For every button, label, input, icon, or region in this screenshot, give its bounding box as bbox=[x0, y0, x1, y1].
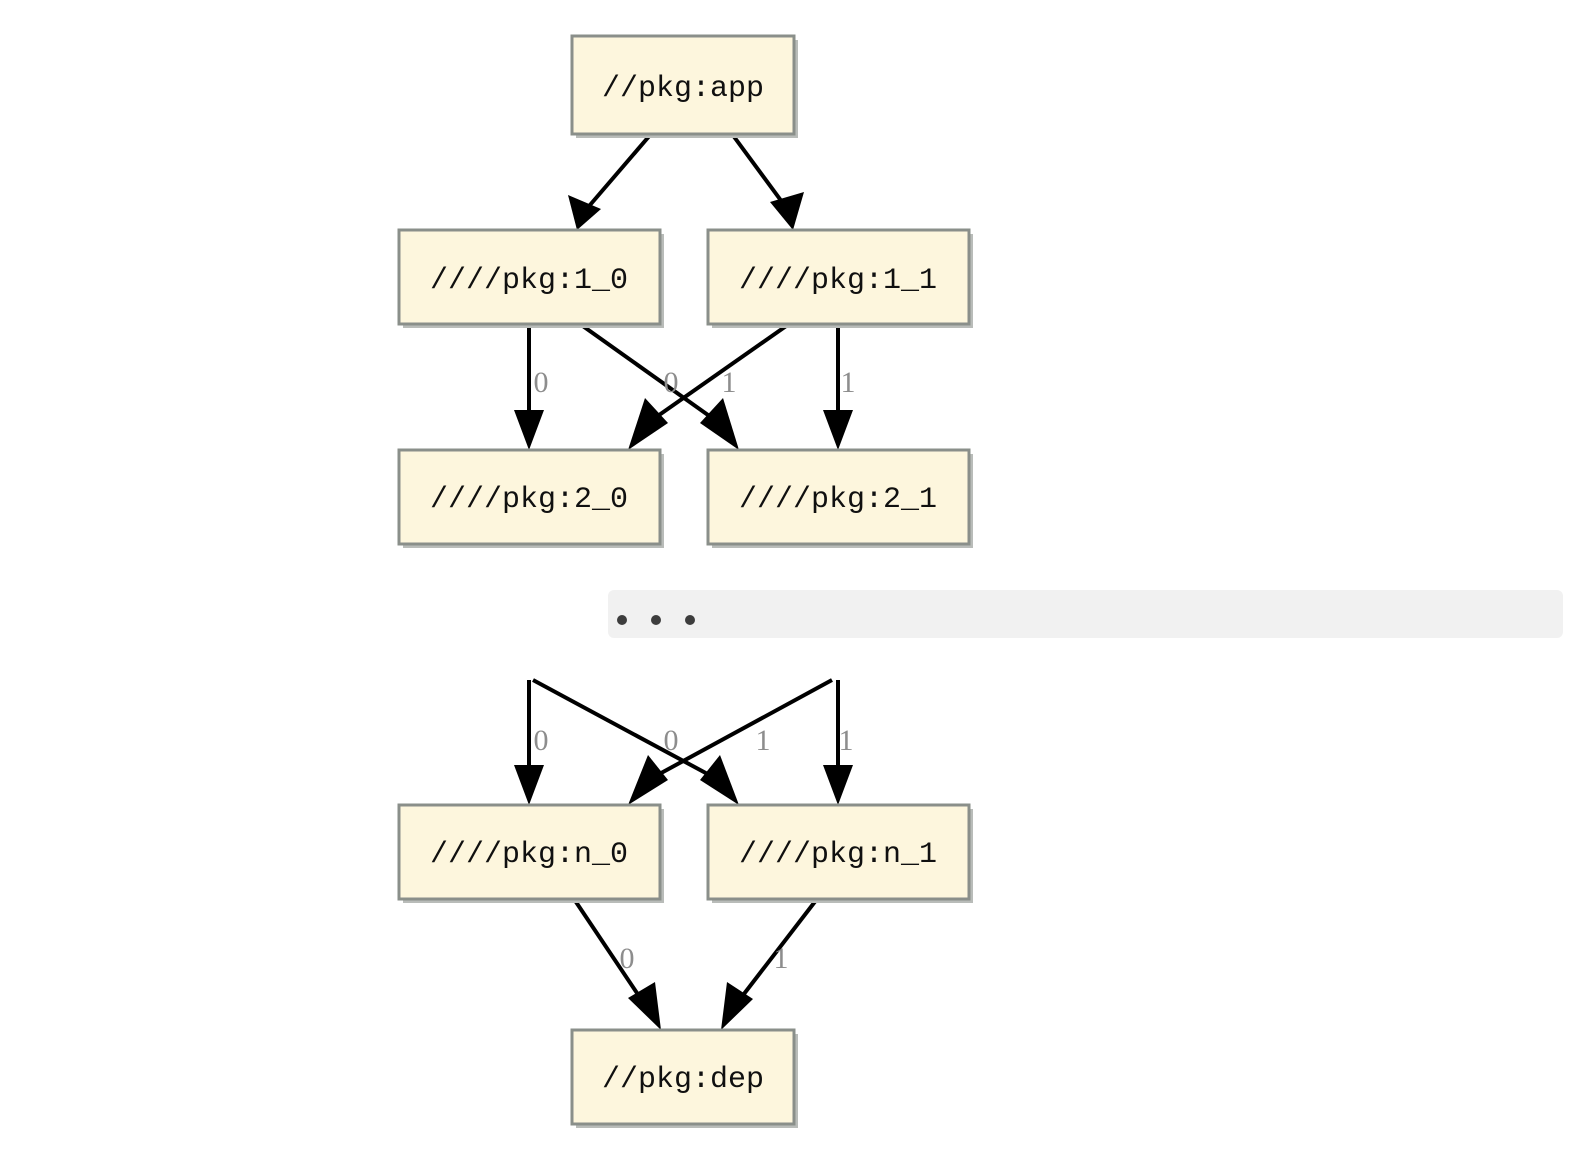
node-n_1[interactable]: ////pkg:n_1 bbox=[706, 803, 973, 903]
edge-prev2-to-n_1 bbox=[823, 680, 853, 805]
node-label-app: //pkg:app bbox=[602, 72, 764, 106]
edge-n_1-to-dep bbox=[721, 897, 819, 1030]
arrowhead-app-to-1_1 bbox=[770, 192, 804, 230]
edge-label-prev2-to-n_0: 1 bbox=[756, 724, 771, 757]
edge-app-to-1_1 bbox=[730, 132, 804, 230]
edge-label-1_1-to-2_1: 1 bbox=[841, 366, 856, 399]
ellipsis-dot-2 bbox=[651, 615, 661, 625]
node-2_1[interactable]: ////pkg:2_1 bbox=[706, 448, 973, 548]
edge-label-n_0-to-dep: 0 bbox=[620, 942, 635, 975]
arrowhead-n_1-to-dep bbox=[721, 982, 753, 1030]
node-app[interactable]: //pkg:app bbox=[570, 34, 798, 138]
node-n_0[interactable]: ////pkg:n_0 bbox=[397, 803, 664, 903]
arrowhead-prev2-to-n_1 bbox=[823, 765, 853, 805]
edge-label-prev-to-n_0: 0 bbox=[534, 724, 549, 757]
node-label-2_1: ////pkg:2_1 bbox=[739, 483, 937, 517]
edge-1_0-to-2_1 bbox=[578, 322, 739, 450]
arrowhead-app-to-1_0 bbox=[568, 195, 601, 230]
ellipsis-dot-1 bbox=[617, 615, 627, 625]
node-label-1_1: ////pkg:1_1 bbox=[739, 264, 937, 298]
arrowhead-prev-to-n_0 bbox=[514, 765, 544, 805]
edge-label-1_0-to-2_1: 0 bbox=[664, 366, 679, 399]
edge-1_1-to-2_0 bbox=[628, 322, 791, 450]
arrowhead-prev2-to-n_0 bbox=[628, 755, 668, 805]
arrowhead-n_0-to-dep bbox=[628, 982, 661, 1030]
node-1_1[interactable]: ////pkg:1_1 bbox=[706, 228, 973, 328]
edge-label-prev-to-n_1: 0 bbox=[664, 724, 679, 757]
ellipsis-continuation-band bbox=[608, 590, 1563, 638]
node-label-dep: //pkg:dep bbox=[602, 1063, 764, 1097]
arrowhead-1_0-to-2_1 bbox=[700, 398, 739, 450]
node-label-n_1: ////pkg:n_1 bbox=[739, 838, 937, 872]
ellipsis-dot-3 bbox=[685, 615, 695, 625]
node-label-2_0: ////pkg:2_0 bbox=[430, 483, 628, 517]
arrowhead-1_1-to-2_1 bbox=[823, 410, 853, 450]
node-label-n_0: ////pkg:n_0 bbox=[430, 838, 628, 872]
edge-prev-to-n_0 bbox=[514, 680, 544, 805]
node-1_0[interactable]: ////pkg:1_0 bbox=[397, 228, 664, 328]
edge-1_0-to-2_0 bbox=[514, 324, 544, 450]
edge-label-1_0-to-2_0: 0 bbox=[534, 366, 549, 399]
arrowhead-prev-to-n_1 bbox=[700, 755, 739, 805]
edge-label-n_1-to-dep: 1 bbox=[774, 942, 789, 975]
edge-1_1-to-2_1 bbox=[823, 324, 853, 450]
ellipsis-band-rect bbox=[608, 590, 1563, 638]
arrowhead-1_0-to-2_0 bbox=[514, 410, 544, 450]
arrowhead-1_1-to-2_0 bbox=[628, 398, 668, 450]
edge-label-1_1-to-2_0: 1 bbox=[722, 366, 737, 399]
edge-n_0-to-dep bbox=[572, 897, 661, 1030]
node-dep[interactable]: //pkg:dep bbox=[570, 1028, 798, 1128]
edge-app-to-1_0 bbox=[568, 132, 653, 230]
edge-prev2-to-n_0 bbox=[628, 678, 833, 805]
node-2_0[interactable]: ////pkg:2_0 bbox=[397, 448, 664, 548]
edge-label-prev2-to-n_1: 1 bbox=[839, 724, 854, 757]
node-label-1_0: ////pkg:1_0 bbox=[430, 264, 628, 298]
